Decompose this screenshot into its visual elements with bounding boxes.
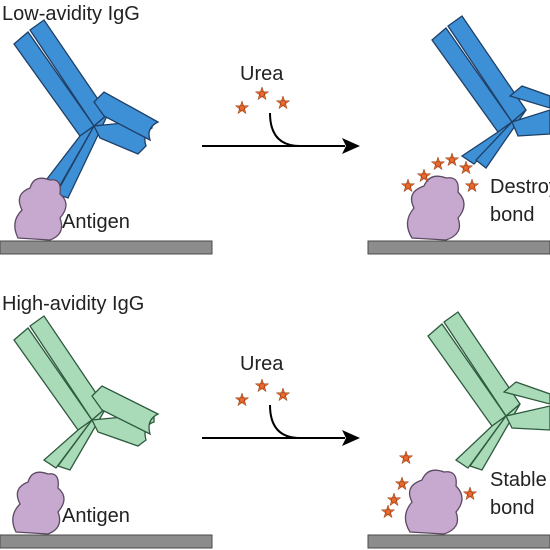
bottom-left-surface bbox=[0, 534, 213, 549]
bottom-right-surface bbox=[367, 534, 550, 549]
top-reagent-curve bbox=[269, 112, 301, 147]
top-panel-title: Low-avidity IgG bbox=[2, 3, 140, 25]
bottom-antigen-label: Antigen bbox=[62, 505, 130, 527]
bottom-result-line2: bond bbox=[490, 497, 535, 519]
top-left-antibody bbox=[13, 19, 160, 199]
top-antigen-label: Antigen bbox=[62, 211, 130, 233]
urea-particle-icon bbox=[386, 492, 402, 507]
urea-particle-icon bbox=[464, 178, 480, 193]
bottom-panel-title: High-avidity IgG bbox=[2, 293, 144, 315]
urea-particle-icon bbox=[234, 100, 250, 115]
bottom-result-line1: Stable bbox=[490, 469, 547, 491]
top-right-surface bbox=[367, 240, 550, 255]
top-urea-particles bbox=[234, 86, 291, 115]
urea-particle-icon bbox=[254, 378, 270, 393]
top-right-antigen bbox=[406, 175, 465, 241]
bottom-left-antigen bbox=[12, 471, 65, 535]
bottom-reagent-label: Urea bbox=[240, 353, 284, 375]
urea-particle-icon bbox=[275, 387, 291, 402]
urea-particle-icon bbox=[394, 476, 410, 491]
bottom-right-antigen bbox=[404, 469, 463, 535]
bottom-right-antibody bbox=[427, 311, 550, 471]
urea-particle-icon bbox=[400, 178, 416, 193]
bottom-left-antibody bbox=[13, 315, 160, 471]
top-result-line1: Destroyed bbox=[490, 176, 550, 198]
urea-particle-icon bbox=[430, 156, 446, 171]
top-result-line2: bond bbox=[490, 204, 535, 226]
top-reagent-label: Urea bbox=[240, 63, 284, 85]
bottom-panel: High-avidity IgG Antigen Urea bbox=[0, 293, 550, 549]
top-arrow-head-icon bbox=[342, 138, 360, 154]
bottom-reagent-curve bbox=[269, 404, 301, 439]
top-panel: Low-avidity IgG Antigen Urea bbox=[0, 3, 550, 255]
urea-particle-icon bbox=[254, 86, 270, 101]
bottom-arrow-head-icon bbox=[342, 430, 360, 446]
urea-particle-icon bbox=[458, 160, 474, 175]
urea-particle-icon bbox=[462, 486, 478, 501]
urea-particle-icon bbox=[444, 152, 460, 167]
urea-particle-icon bbox=[275, 95, 291, 110]
urea-particle-icon bbox=[380, 504, 396, 519]
urea-particle-icon bbox=[234, 392, 250, 407]
top-left-antigen bbox=[14, 177, 67, 241]
top-left-surface bbox=[0, 240, 213, 255]
top-right-antibody bbox=[431, 15, 550, 169]
bottom-urea-particles bbox=[234, 378, 291, 407]
urea-particle-icon bbox=[398, 450, 414, 465]
